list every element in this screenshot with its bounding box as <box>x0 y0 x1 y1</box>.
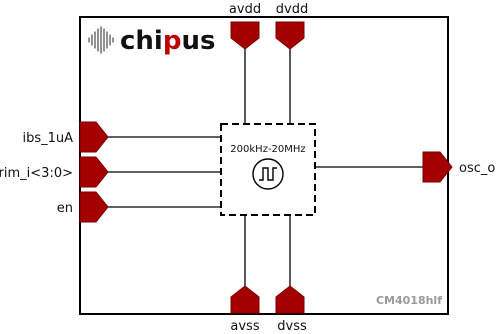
pin-osc-label: osc_o <box>459 161 495 176</box>
pin-ibs-marker <box>79 121 109 153</box>
pin-dvss-marker <box>275 285 305 314</box>
sound-wave-icon <box>88 26 114 54</box>
pin-trim-marker <box>79 156 109 188</box>
pin-avss-label: avss <box>230 319 259 334</box>
pin-osc-marker <box>422 151 453 183</box>
pin-dvss-label: dvss <box>277 319 307 334</box>
pin-en-label: en <box>57 201 73 216</box>
pin-avdd-marker <box>230 21 260 50</box>
pin-dvdd-marker <box>275 21 305 50</box>
square-wave-icon <box>252 158 284 190</box>
frequency-range-label: 200kHz-20MHz <box>230 144 305 155</box>
pin-avdd-label: avdd <box>229 2 261 17</box>
pin-en-marker <box>79 191 109 223</box>
logo-text: chipus <box>120 26 215 56</box>
pin-ibs-label: ibs_1uA <box>22 131 73 146</box>
pin-trim-label: trim_i<3:0> <box>0 166 73 181</box>
pin-avss-marker <box>230 285 260 314</box>
part-number: CM4018hlf <box>376 294 442 307</box>
pin-dvdd-label: dvdd <box>276 2 308 17</box>
internal-wires <box>106 46 423 290</box>
